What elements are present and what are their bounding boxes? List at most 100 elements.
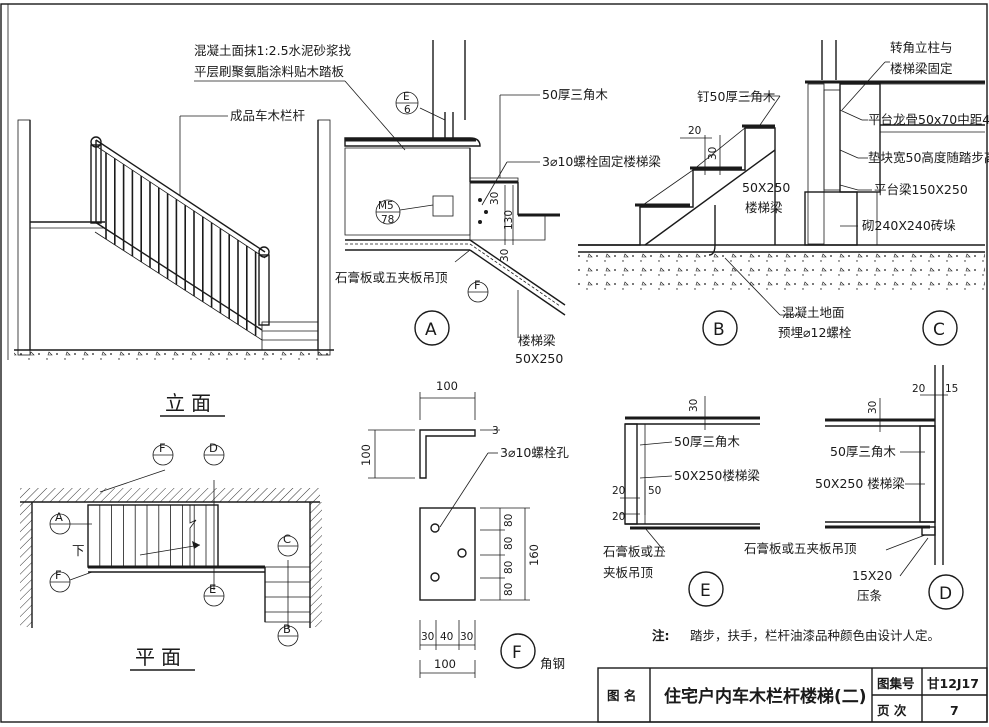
- title-name: 住宅户内车木栏杆楼梯(二): [664, 686, 867, 707]
- svg-text:C: C: [933, 320, 945, 340]
- detail-a-dim-30b: 30: [499, 249, 511, 262]
- detail-e-triangle-wood: 50厚三角木: [674, 434, 740, 449]
- plan-mark-f-left: F: [49, 568, 71, 593]
- plan-mark-b: B: [277, 622, 299, 647]
- detail-f-dim-h2: 40: [440, 631, 453, 643]
- detail-a-ref-e6: E 6: [395, 91, 419, 116]
- detail-b-beam-line1: 50X250: [742, 180, 790, 195]
- detail-c-platform-beam: 平台梁150X250: [874, 182, 968, 197]
- detail-a-triangle-wood: 50厚三角木: [542, 87, 608, 102]
- detail-c-id: C: [922, 310, 958, 346]
- detail-e-beam: 50X250楼梯梁: [674, 468, 760, 483]
- elevation-rail-label: 成品车木栏杆: [230, 108, 306, 123]
- detail-b: [578, 95, 985, 316]
- svg-text:A: A: [55, 510, 63, 524]
- detail-b-dim-20: 20: [688, 125, 701, 137]
- detail-e-dim-30: 30: [688, 399, 700, 412]
- detail-f-dim-h-total: 100: [434, 657, 456, 671]
- detail-f-dim-top: 100: [436, 379, 458, 393]
- plan-mark-d: D: [203, 441, 225, 466]
- detail-f-name: 角钢: [540, 656, 565, 671]
- plan-direction-label: 下: [72, 543, 85, 558]
- detail-e: [620, 396, 760, 553]
- detail-d-dim-30: 30: [867, 401, 879, 414]
- plan-title: 平面: [135, 645, 187, 669]
- detail-c-shim: 垫块宽50高度随踏步高: [868, 150, 989, 165]
- title-atlas-no: 甘12J17: [927, 676, 979, 691]
- svg-text:F: F: [474, 278, 481, 292]
- title-page-label: 页 次: [877, 703, 907, 718]
- note-text: 踏步，扶手，栏杆油漆品种颜色由设计人定。: [690, 628, 940, 643]
- finish-note-line1: 混凝土面抹1:2.5水泥砂浆找: [194, 43, 352, 58]
- detail-f-dim-v2: 80: [503, 537, 515, 550]
- svg-text:M5: M5: [378, 200, 394, 212]
- detail-e-ceiling-line1: 石膏板或五: [603, 544, 666, 559]
- detail-c-post-line2: 楼梯梁固定: [890, 61, 953, 76]
- plan-mark-a: A: [49, 510, 71, 535]
- detail-f-dim-thick: 3: [492, 425, 499, 437]
- detail-a-beam-line1: 楼梯梁: [518, 333, 556, 348]
- detail-e-ceiling-line2: 夹板吊顶: [603, 565, 654, 580]
- detail-e-id: E: [688, 571, 724, 607]
- svg-text:F: F: [159, 441, 166, 455]
- detail-a-ref-f: F: [467, 278, 489, 303]
- detail-d-beam: 50X250 楼梯梁: [815, 476, 905, 491]
- detail-c-joist: 平台龙骨50x70中距400: [868, 112, 989, 127]
- detail-d-dim-15: 15: [945, 383, 958, 395]
- plan-mark-f-top: F: [152, 441, 174, 466]
- title-block: [597, 667, 988, 723]
- svg-text:B: B: [713, 320, 725, 340]
- detail-a-id: A: [414, 310, 450, 346]
- detail-f-bolt-holes: 3⌀10螺栓孔: [500, 445, 569, 460]
- detail-d-ceiling: 石膏板或五夹板吊顶: [744, 541, 857, 556]
- detail-f-dim-v-total: 160: [527, 544, 541, 566]
- svg-text:6: 6: [404, 104, 411, 116]
- detail-d-strip-line1: 15X20: [852, 568, 892, 583]
- detail-b-id: B: [702, 310, 738, 346]
- detail-f-dim-side: 100: [359, 444, 373, 466]
- detail-c: [804, 40, 985, 246]
- detail-a-dim-130: 130: [503, 210, 515, 230]
- detail-b-nail-wood: 钉50厚三角木: [697, 89, 776, 104]
- note-prefix: 注:: [652, 628, 670, 643]
- title-page-no: 7: [950, 703, 959, 718]
- detail-e-dim-20b: 20: [612, 511, 625, 523]
- detail-d: [825, 365, 948, 577]
- svg-text:D: D: [209, 441, 218, 455]
- detail-d-strip-line2: 压条: [857, 588, 883, 603]
- svg-text:F: F: [55, 568, 62, 582]
- elevation-view: [14, 115, 334, 360]
- svg-text:F: F: [512, 643, 522, 663]
- detail-d-id: D: [928, 574, 964, 610]
- detail-b-dim-30: 30: [707, 147, 719, 160]
- plan-mark-c: C: [277, 532, 299, 557]
- detail-a-ceiling: 石膏板或五夹板吊顶: [335, 270, 448, 285]
- detail-f: [368, 392, 530, 678]
- sheet-border: [0, 3, 988, 723]
- title-atlas-label: 图集号: [877, 676, 915, 691]
- plan-treads: [99, 505, 207, 567]
- detail-c-brick: 砌240X240砖垛: [862, 218, 956, 233]
- detail-f-dim-v4: 80: [503, 583, 515, 596]
- detail-e-dim-50: 50: [648, 485, 661, 497]
- detail-a-dim-30: 30: [489, 192, 501, 205]
- plan-view: [20, 469, 322, 628]
- detail-f-dim-h1: 30: [421, 631, 434, 643]
- detail-b-beam-line2: 楼梯梁: [745, 200, 783, 215]
- detail-f-id: F: [500, 633, 536, 669]
- svg-text:D: D: [939, 584, 952, 604]
- balusters: [105, 152, 257, 336]
- finish-note-line2: 平层刷聚氨脂涂料贴木踏板: [194, 64, 345, 79]
- svg-text:E: E: [209, 582, 216, 596]
- bc-floor-line2: 预埋⌀12螺栓: [778, 325, 852, 340]
- svg-text:A: A: [425, 320, 437, 340]
- detail-d-triangle-wood: 50厚三角木: [830, 444, 896, 459]
- title-name-label: 图 名: [607, 688, 636, 703]
- detail-f-dim-v1: 80: [503, 514, 515, 527]
- svg-text:C: C: [283, 532, 291, 546]
- detail-f-dim-v3: 80: [503, 561, 515, 574]
- detail-a: [344, 40, 566, 338]
- detail-f-dim-h3: 30: [460, 631, 473, 643]
- detail-a-bolt: 3⌀10螺栓固定楼梯梁: [542, 154, 661, 169]
